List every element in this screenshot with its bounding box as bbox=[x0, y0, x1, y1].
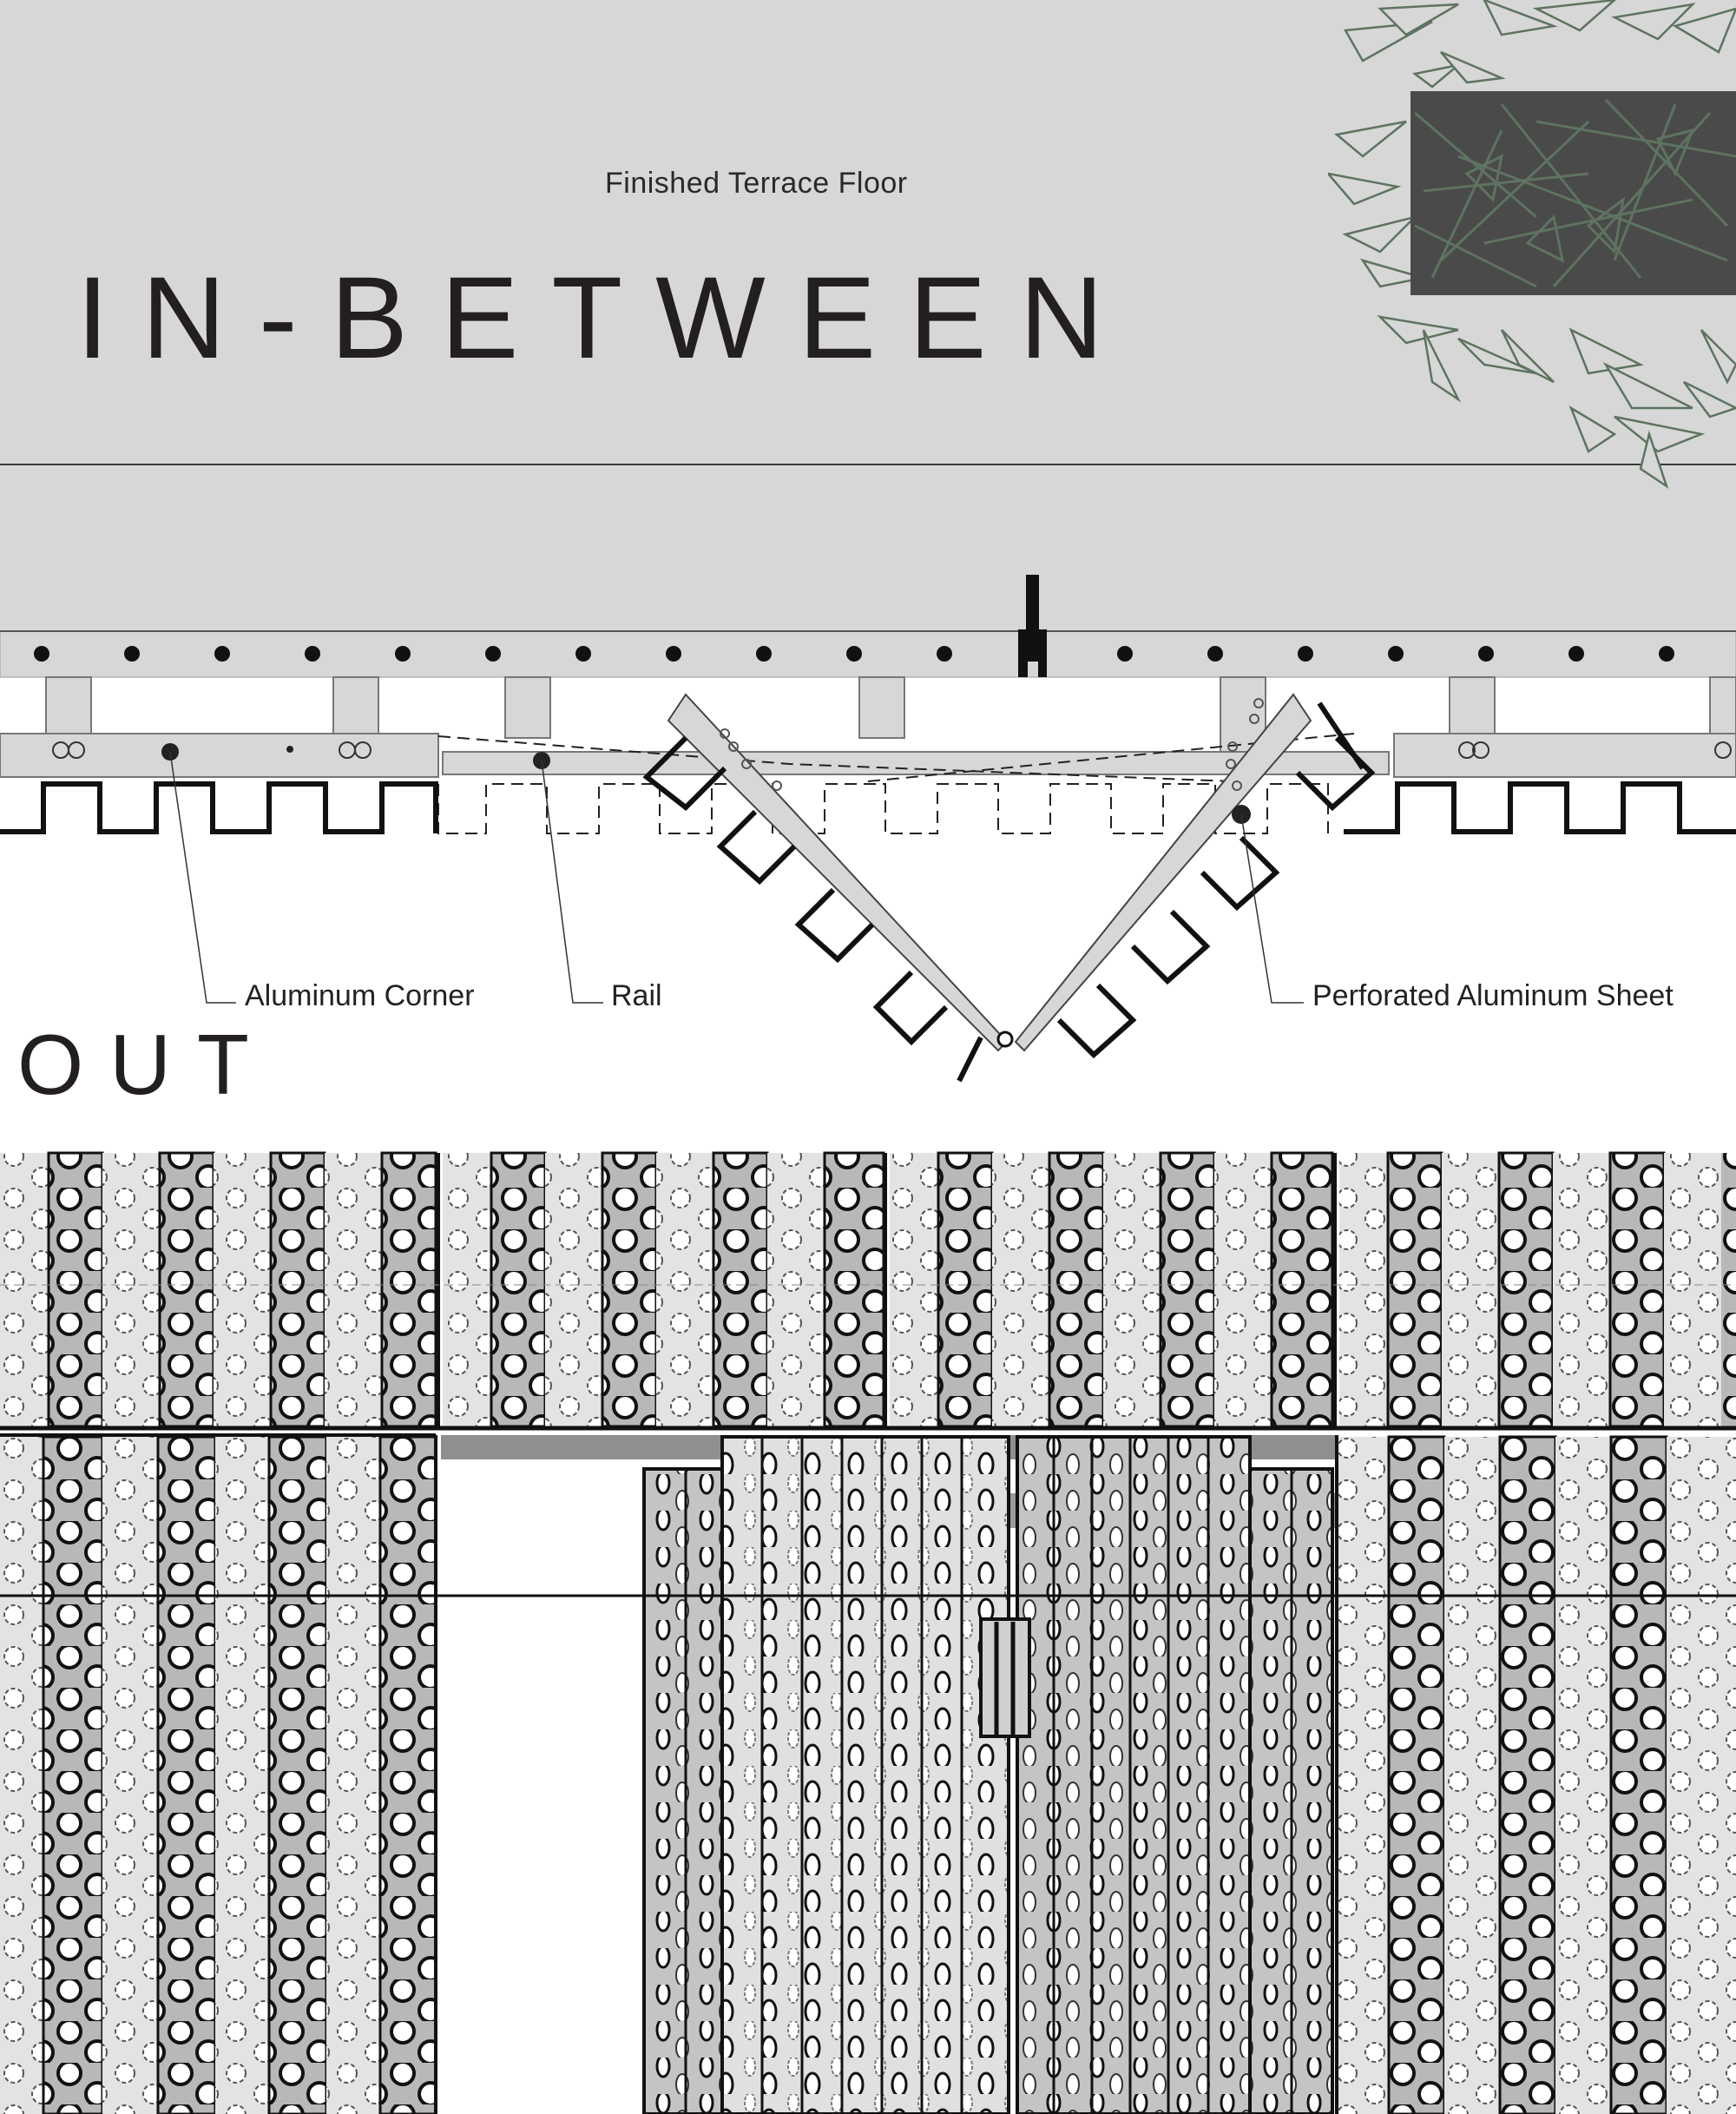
facade-module bbox=[890, 1151, 1334, 1428]
lower-left-facade bbox=[0, 1433, 437, 2114]
facade-module bbox=[0, 1151, 437, 1428]
zone-label-out: OUT bbox=[17, 1017, 275, 1112]
callout-rail: Rail bbox=[611, 979, 662, 1012]
callout-aluminum-corner: Aluminum Corner bbox=[245, 979, 475, 1012]
facade-module bbox=[1339, 1151, 1736, 1428]
door-handle-icon[interactable] bbox=[979, 1617, 1031, 1738]
bamboo-leaves-icon bbox=[1328, 0, 1736, 490]
drawing-title: IN-BETWEEN bbox=[76, 254, 1137, 383]
pivot-v-panels bbox=[642, 693, 1376, 1083]
planter-plant-illustration bbox=[1328, 0, 1736, 490]
bracket-bolts-icon bbox=[52, 741, 1732, 759]
upper-facade-band bbox=[0, 1151, 1736, 1431]
facade-module bbox=[443, 1151, 885, 1428]
callout-leaders bbox=[169, 751, 1304, 1004]
post-bracket bbox=[1018, 575, 1047, 677]
facade-plan-detail bbox=[0, 575, 1736, 1083]
anchor-bolts bbox=[34, 646, 1674, 662]
lower-right-facade bbox=[1335, 1435, 1736, 2114]
bamboo-canopy-icon bbox=[1414, 98, 1736, 288]
perforated-sheet-profile bbox=[0, 781, 1736, 834]
pivot-door-group[interactable] bbox=[642, 1435, 1334, 2114]
terrace-floor-line bbox=[0, 464, 1736, 465]
facade-elevation bbox=[0, 1151, 1736, 2114]
callout-perforated-sheet: Perforated Aluminum Sheet bbox=[1312, 979, 1674, 1012]
aluminum-corner-brackets bbox=[0, 676, 1736, 778]
slab-edge bbox=[0, 630, 1736, 678]
terrace-floor-label: Finished Terrace Floor bbox=[605, 167, 908, 200]
